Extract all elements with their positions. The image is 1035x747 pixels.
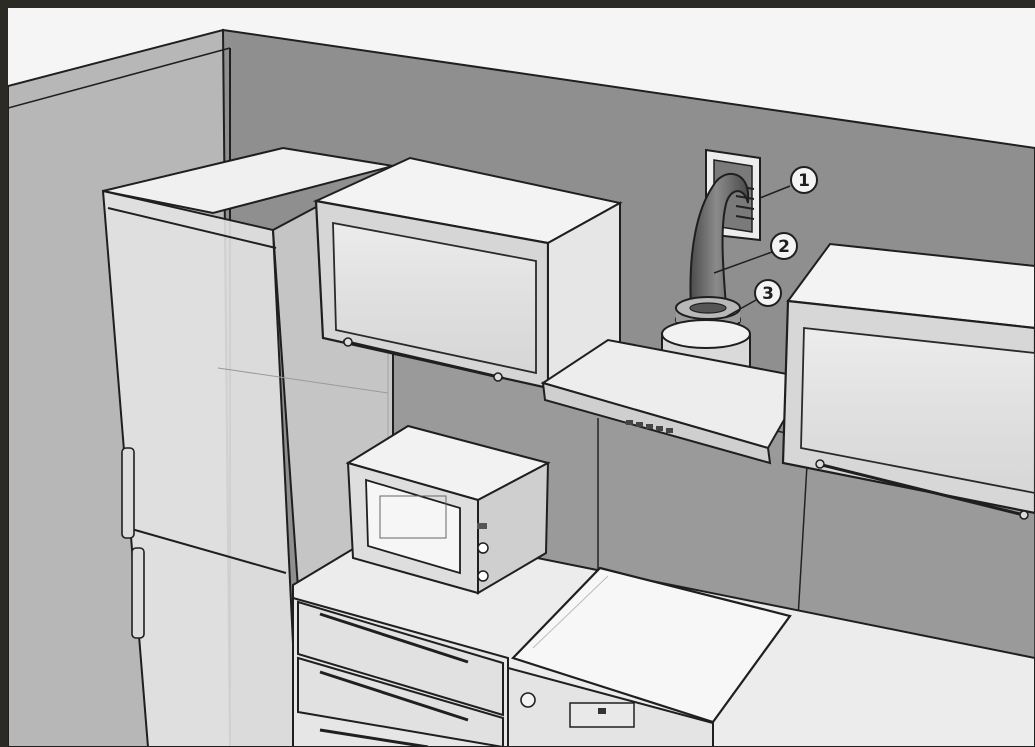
kitchen-hood-installation-diagram: 1 2 3 [8, 8, 1035, 747]
diagram-canvas: 1 2 3 [8, 8, 1035, 747]
callout-3: 3 [755, 280, 781, 306]
callout-1-number: 1 [798, 171, 810, 191]
callout-2-number: 2 [778, 237, 790, 257]
callout-2: 2 [771, 233, 797, 259]
callout-3-number: 3 [762, 284, 774, 304]
callout-1: 1 [791, 167, 817, 193]
